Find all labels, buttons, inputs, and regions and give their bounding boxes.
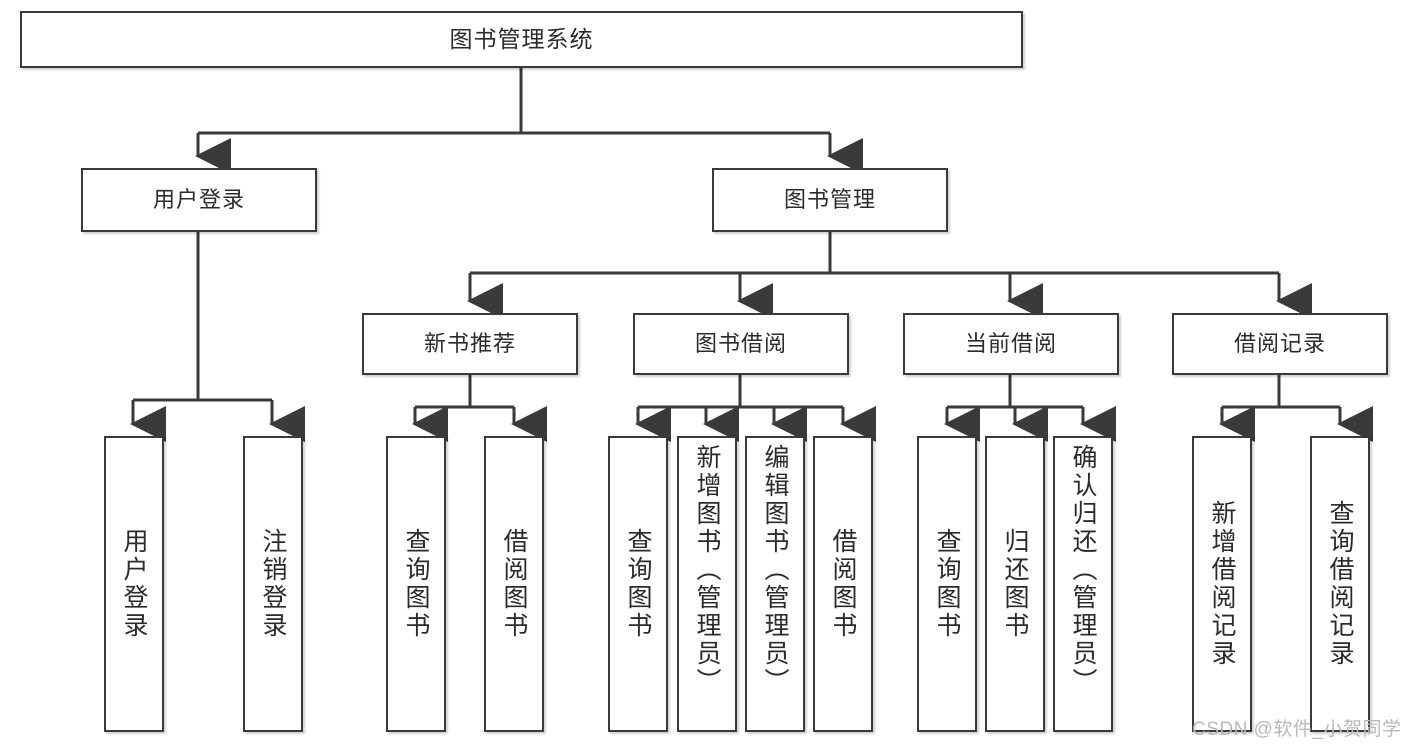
leaf-label: 注销登录	[259, 528, 287, 640]
node-book-borrow[interactable]: 图书借阅	[633, 313, 849, 375]
node-book-borrow-label: 图书借阅	[694, 330, 787, 356]
leaf-borrow-records-add-record[interactable]: 新增借阅记录	[1192, 436, 1252, 732]
leaf-label: 新增借阅记录	[1208, 500, 1236, 668]
leaf-book-borrow-add-book-admin[interactable]: 新增图书（管理员）	[677, 436, 737, 732]
node-new-book-recommend[interactable]: 新书推荐	[362, 313, 578, 375]
leaf-book-borrow-edit-book-admin[interactable]: 编辑图书（管理员）	[745, 436, 805, 732]
node-borrow-records-label: 借阅记录	[1233, 330, 1326, 356]
leaf-label: 归还图书	[1001, 528, 1029, 640]
leaf-current-borrow-return-book[interactable]: 归还图书	[985, 436, 1045, 732]
leaf-label: 查询图书	[933, 528, 961, 640]
leaf-borrow-records-query-record[interactable]: 查询借阅记录	[1310, 436, 1370, 732]
node-root-label: 图书管理系统	[449, 25, 594, 52]
node-book-management[interactable]: 图书管理	[712, 168, 948, 232]
leaf-label: 查询借阅记录	[1326, 500, 1354, 668]
node-user-login-label: 用户登录	[152, 186, 245, 212]
leaf-label: 查询图书	[402, 528, 430, 640]
leaf-book-borrow-borrow-book[interactable]: 借阅图书	[813, 436, 873, 732]
leaf-label: 借阅图书	[829, 528, 857, 640]
leaf-new-book-query-book[interactable]: 查询图书	[386, 436, 446, 732]
node-user-login[interactable]: 用户登录	[81, 168, 317, 232]
node-root-book-management-system[interactable]: 图书管理系统	[20, 11, 1023, 68]
node-borrow-records[interactable]: 借阅记录	[1172, 313, 1388, 375]
csdn-watermark: CSDN @软件_小贺同学	[1192, 719, 1402, 740]
leaf-new-book-borrow-book[interactable]: 借阅图书	[484, 436, 544, 732]
node-current-borrow[interactable]: 当前借阅	[903, 313, 1119, 375]
leaf-current-borrow-confirm-return-admin[interactable]: 确认归还（管理员）	[1053, 436, 1113, 732]
leaf-label: 编辑图书（管理员）	[761, 444, 789, 696]
leaf-label: 确认归还（管理员）	[1069, 444, 1097, 696]
leaf-label: 新增图书（管理员）	[693, 444, 721, 696]
node-book-management-label: 图书管理	[783, 186, 876, 212]
leaf-book-borrow-query-book[interactable]: 查询图书	[608, 436, 668, 732]
leaf-label: 借阅图书	[500, 528, 528, 640]
leaf-label: 查询图书	[624, 528, 652, 640]
leaf-label: 用户登录	[120, 528, 148, 640]
node-current-borrow-label: 当前借阅	[964, 330, 1057, 356]
leaf-user-login-login[interactable]: 用户登录	[104, 436, 164, 732]
leaf-user-login-logout[interactable]: 注销登录	[243, 436, 303, 732]
node-new-book-recommend-label: 新书推荐	[423, 330, 516, 356]
leaf-current-borrow-query-book[interactable]: 查询图书	[917, 436, 977, 732]
